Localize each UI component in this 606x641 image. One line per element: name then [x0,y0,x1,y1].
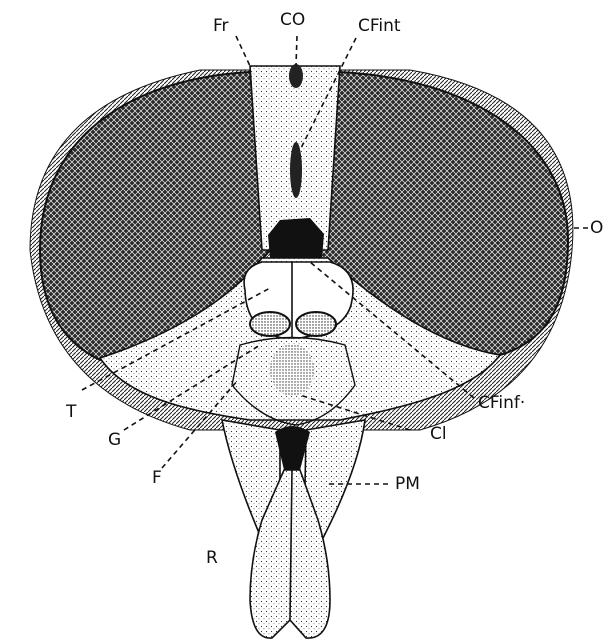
frontal-slit [290,142,302,198]
label-fr: Fr [213,18,229,35]
label-co: CO [280,12,305,29]
label-f: F [152,470,162,487]
leader-fr [236,36,250,66]
label-o: O [590,220,603,237]
label-cfinf: CFinf· [478,395,525,412]
label-g: G [108,432,121,449]
label-pm: PM [395,476,420,493]
label-t: T [66,404,76,421]
label-r: R [206,550,218,567]
label-cfint: CFint [358,18,401,35]
ocellar-callus [289,64,303,88]
left-antenna-socket [250,312,290,336]
right-antenna-socket [296,312,336,336]
leader-co [296,36,297,66]
label-cl: Cl [430,426,447,443]
